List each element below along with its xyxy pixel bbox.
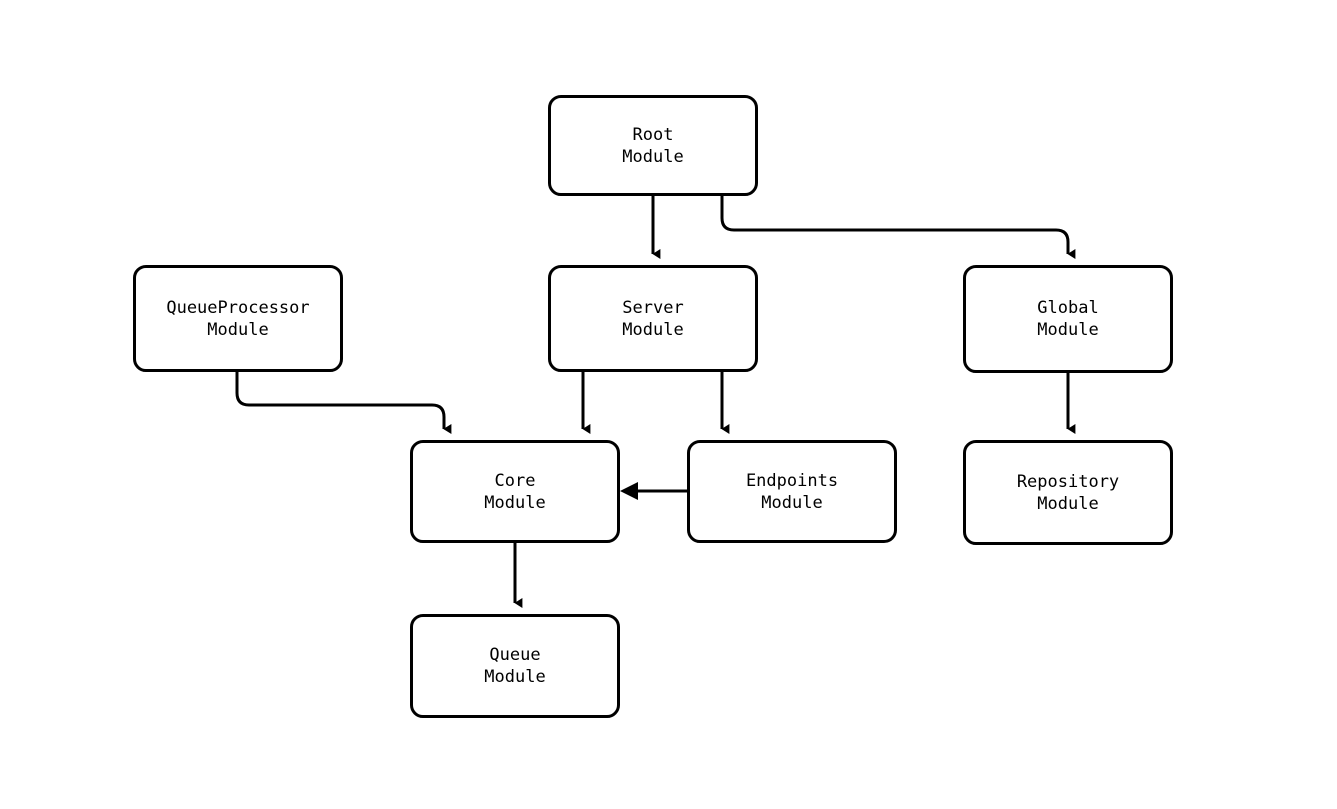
node-core[interactable]: Core Module [410,440,620,543]
node-queue-line2: Module [484,667,546,687]
edge-root-to-global [720,196,1076,259]
node-queueprocessor-line1: QueueProcessor [166,297,310,318]
node-repository-line1: Repository [1016,471,1120,492]
node-endpoints-line1: Endpoints [745,470,839,491]
node-server-line1: Server [622,297,684,318]
edge-endpoints-to-core-arrowhead [620,482,638,500]
node-queue[interactable]: Queue Module [410,614,620,718]
node-root-line1: Root [632,124,674,145]
node-global-line1: Global [1037,298,1099,318]
node-core-line2: Module [484,492,546,513]
node-server-line2: Module [622,319,684,340]
node-endpoints-line2: Module [761,492,823,513]
node-queueprocessor-line2: Module [207,319,269,340]
node-global-line2: Module [1037,320,1099,340]
node-core-line1: Core [494,470,536,491]
node-global[interactable]: Global Module [963,265,1173,373]
node-endpoints[interactable]: Endpoints Module [687,440,897,543]
node-repository[interactable]: Repository Module [963,440,1173,545]
node-server[interactable]: Server Module [548,265,758,372]
node-repository-line2: Module [1037,493,1099,514]
node-queue-line1: Queue [489,645,541,665]
node-queueprocessor[interactable]: QueueProcessor Module [133,265,343,372]
node-root-line2: Module [622,146,684,167]
edge-queueprocessor-to-core [235,372,452,434]
node-root[interactable]: Root Module [548,95,758,196]
